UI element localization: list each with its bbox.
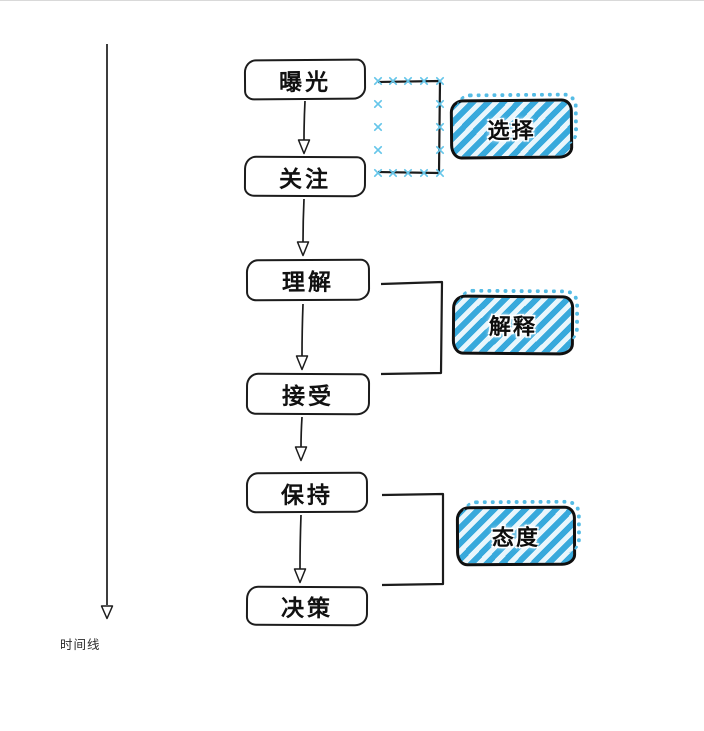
- stage-box-decision[interactable]: 决策: [245, 585, 369, 627]
- stage-label: 接受: [281, 382, 335, 410]
- tag-label: 态度: [491, 524, 541, 551]
- stage-label: 决策: [280, 594, 334, 622]
- bracket-selection[interactable]: [373, 76, 445, 178]
- stage-label: 关注: [278, 165, 332, 192]
- flow-arrow-retention-decision[interactable]: [293, 514, 307, 584]
- tag-label: 解释: [488, 313, 538, 340]
- flow-arrow-attention-comprehension[interactable]: [296, 198, 310, 257]
- timeline-arrow[interactable]: [100, 44, 114, 620]
- stage-box-exposure[interactable]: 曝光: [243, 58, 367, 101]
- flow-arrow-exposure-attention[interactable]: [297, 100, 311, 155]
- stage-label: 保持: [280, 481, 334, 508]
- flow-arrow-comprehension-acceptance[interactable]: [295, 303, 309, 371]
- stage-label: 理解: [281, 268, 335, 296]
- tag-box-selection[interactable]: 选择: [449, 98, 574, 160]
- tag-box-interpretation[interactable]: 解释: [451, 294, 575, 356]
- selection-handles[interactable]: [373, 76, 445, 178]
- bracket-interpretation[interactable]: [380, 280, 444, 376]
- tag-box-attitude[interactable]: 态度: [455, 505, 577, 567]
- timeline-label: 时间线: [60, 638, 101, 652]
- stage-box-attention[interactable]: 关注: [243, 155, 367, 198]
- bracket-attitude[interactable]: [381, 492, 445, 587]
- stage-box-acceptance[interactable]: 接受: [245, 372, 371, 416]
- tag-label: 选择: [487, 117, 536, 144]
- flow-arrow-acceptance-retention[interactable]: [294, 416, 308, 462]
- stage-box-retention[interactable]: 保持: [245, 471, 369, 514]
- stage-label: 曝光: [278, 68, 332, 95]
- stage-box-comprehension[interactable]: 理解: [245, 258, 371, 302]
